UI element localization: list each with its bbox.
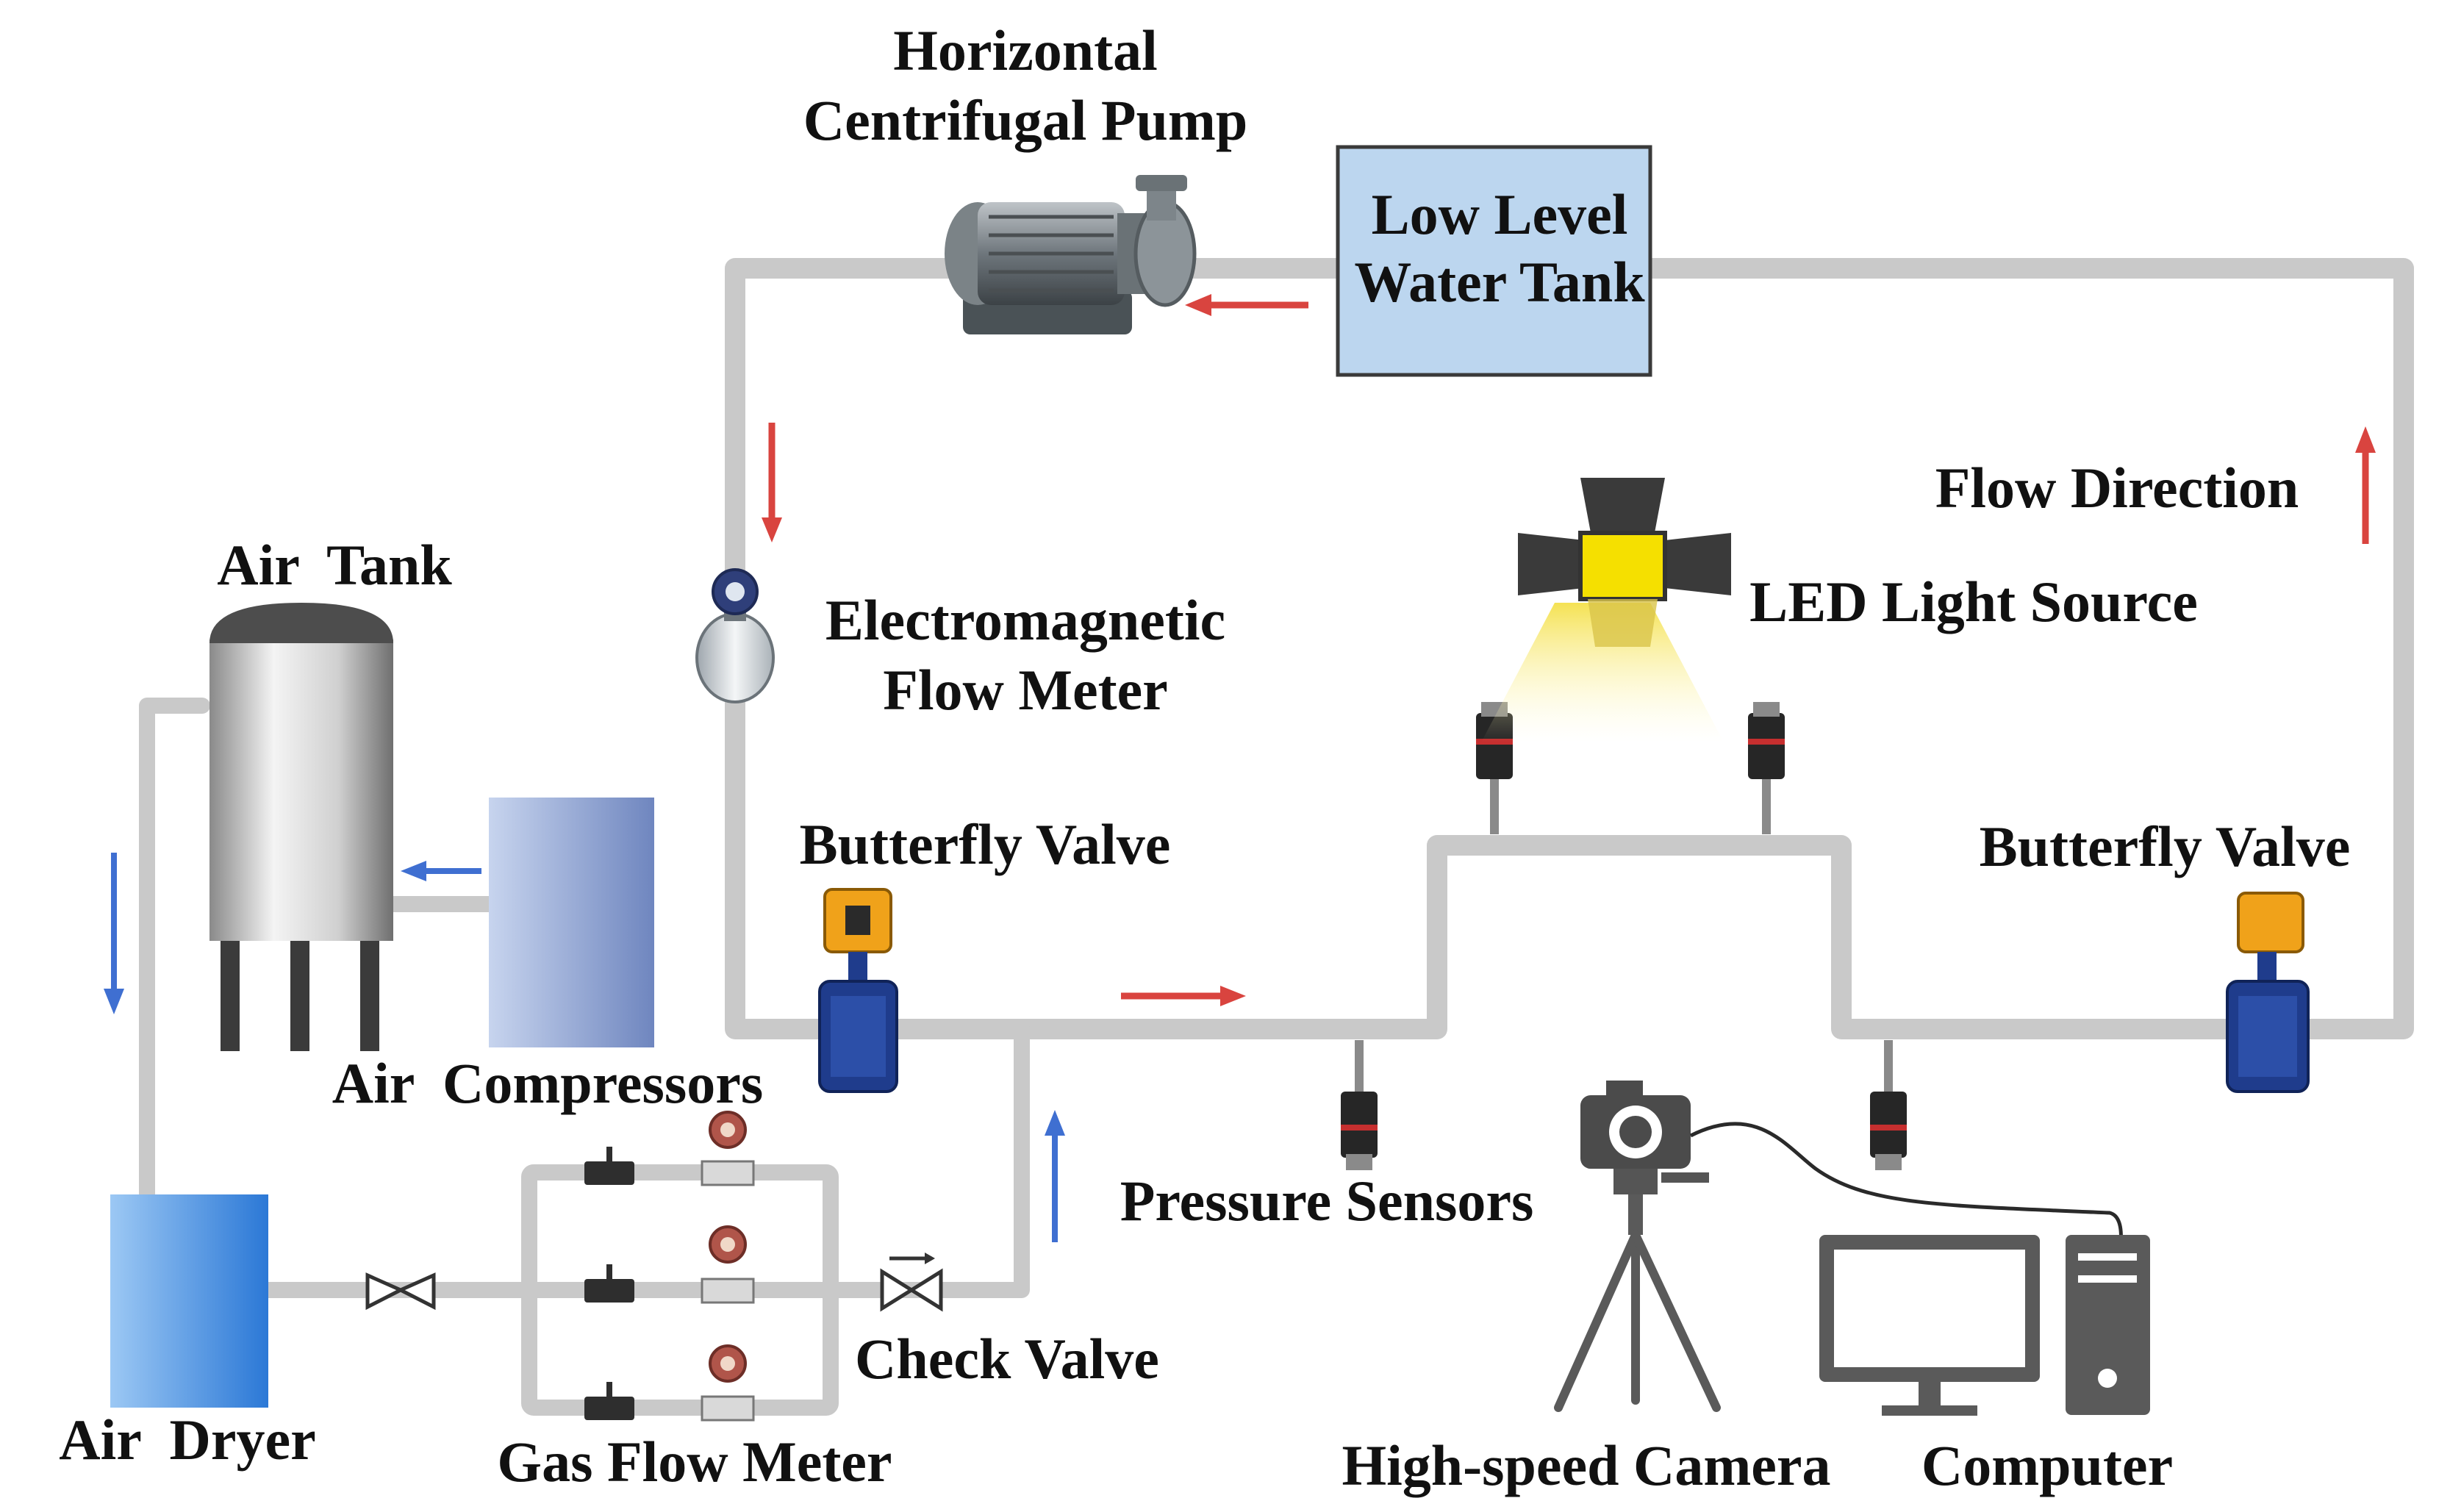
air-tank-icon bbox=[209, 603, 393, 1051]
air-flow-arrows bbox=[104, 853, 1065, 1242]
arrow-left-air bbox=[401, 861, 481, 881]
high-speed-camera-label: High-speed Camera bbox=[1342, 1433, 1830, 1497]
water-loop-pipe bbox=[725, 258, 2414, 1039]
ball-valve-icon bbox=[584, 1279, 634, 1303]
pump-label-line1: Horizontal bbox=[893, 18, 1158, 82]
computer-label: Computer bbox=[1921, 1433, 2173, 1497]
arrow-up-air bbox=[1045, 1110, 1065, 1242]
check-valve-label: Check Valve bbox=[855, 1327, 1159, 1391]
butterfly-valve-left-label: Butterfly Valve bbox=[800, 812, 1171, 876]
water-tank-label-line1: Low Level bbox=[1372, 182, 1628, 246]
flow-direction-label: Flow Direction bbox=[1935, 456, 2299, 520]
high-speed-camera-icon bbox=[1554, 1081, 1721, 1412]
pressure-sensors-label: Pressure Sensors bbox=[1120, 1169, 1534, 1233]
camera-cable bbox=[1689, 1122, 2124, 1250]
gas-meter-icon bbox=[701, 1344, 755, 1422]
butterfly-valve-right-label: Butterfly Valve bbox=[1980, 814, 2351, 878]
arrow-down-left bbox=[762, 423, 782, 542]
centrifugal-pump-icon bbox=[945, 175, 1197, 334]
arrow-right-bottom bbox=[1121, 986, 1246, 1006]
gas-line-ball-valves bbox=[584, 1147, 634, 1420]
led-light-source-icon bbox=[1481, 478, 1731, 742]
check-valve-icon bbox=[880, 1253, 943, 1312]
water-flow-arrows bbox=[762, 294, 2376, 1006]
arrow-down-air bbox=[104, 853, 124, 1014]
air-tank-label: Air Tank bbox=[217, 533, 452, 597]
pressure-sensor-icon bbox=[1870, 1040, 1907, 1170]
air-compressor-icon bbox=[489, 798, 654, 1047]
pressure-sensors bbox=[1341, 702, 1907, 1170]
gas-flow-meter-label: Gas Flow Meter bbox=[497, 1430, 892, 1494]
ball-valve-icon bbox=[584, 1161, 634, 1185]
ball-valve-icon bbox=[584, 1397, 634, 1420]
gas-meter-icon bbox=[701, 1111, 755, 1186]
butterfly-valve-left-icon bbox=[818, 888, 898, 1093]
air-compressors-label: Air Compressors bbox=[332, 1051, 763, 1115]
arrow-up-right bbox=[2355, 426, 2376, 544]
pressure-sensor-icon bbox=[1748, 702, 1785, 834]
butterfly-valve-right-icon bbox=[2226, 892, 2310, 1093]
water-tank-label-line2: Water Tank bbox=[1354, 250, 1645, 314]
electromagnetic-flow-meter-icon bbox=[695, 568, 775, 703]
inline-valve-icon bbox=[365, 1272, 436, 1311]
air-dryer-label: Air Dryer bbox=[59, 1408, 315, 1472]
arrow-left-top bbox=[1185, 294, 1308, 316]
computer-icon bbox=[1819, 1235, 2150, 1416]
gas-meter-icon bbox=[701, 1225, 755, 1304]
low-level-water-tank bbox=[1336, 145, 1652, 377]
pressure-sensor-icon bbox=[1341, 1040, 1378, 1170]
pump-label-line2: Centrifugal Pump bbox=[803, 88, 1248, 152]
em-flow-meter-label-line2: Flow Meter bbox=[883, 658, 1168, 722]
em-flow-meter-label-line1: Electromagnetic bbox=[825, 588, 1225, 652]
air-dryer-icon bbox=[110, 1194, 268, 1408]
led-light-source-label: LED Light Source bbox=[1749, 570, 2198, 634]
gas-flow-meters bbox=[701, 1111, 755, 1422]
